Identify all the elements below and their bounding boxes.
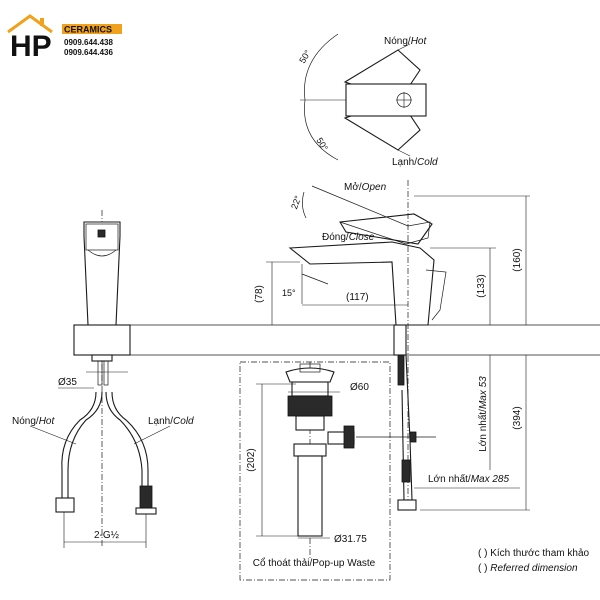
brand-letters: HP xyxy=(10,30,52,60)
angle-open-label: 22° xyxy=(289,194,303,211)
dim-133-label: (133) xyxy=(476,274,487,297)
side-pipe-upper xyxy=(397,354,405,386)
waste-body-upper xyxy=(295,415,325,431)
open-label: Mở/Open xyxy=(344,181,387,193)
brand-name: CERAMICS xyxy=(64,25,112,35)
dim-117-label: (117) xyxy=(346,292,369,303)
angle-spout-label: 15° xyxy=(282,288,296,298)
cold-leader xyxy=(133,425,171,445)
angle-cold-label: 50° xyxy=(314,136,330,153)
dim-78-label: (78) xyxy=(254,285,265,303)
dim-202-label: (202) xyxy=(246,448,257,471)
handle-center xyxy=(345,83,427,117)
handle-indicator xyxy=(97,229,106,238)
hose-hot xyxy=(61,391,97,500)
front-view: Ø35 2-G½ Nóng/Hot Lạnh/Cold xyxy=(12,210,600,548)
dim-160-label: (160) xyxy=(512,248,523,271)
close-label: Đóng/Close xyxy=(322,232,375,243)
hot-leader xyxy=(29,425,77,445)
brand-phone-2: 0909.644.436 xyxy=(64,48,113,57)
waste-label: Cổ thoát thải/Pop-up Waste xyxy=(253,557,376,569)
angle-open-arc xyxy=(302,191,307,219)
dim-3175-label: Ø31.75 xyxy=(334,534,367,545)
brand-phone-1: 0909.644.438 xyxy=(64,38,113,47)
roof-icon xyxy=(7,14,53,34)
popup-waste: Ø60 Ø31.75 (202) Cổ thoát thải/Pop-up Wa… xyxy=(239,361,391,581)
chimney-icon xyxy=(40,18,44,26)
lift-rod-clip xyxy=(409,431,417,443)
hot-label-top: Nóng/Hot xyxy=(384,36,427,47)
handle-closed-position xyxy=(339,213,433,245)
waste-plug xyxy=(285,367,335,383)
dim-max285-label: Lớn nhất/Max 285 xyxy=(428,473,509,485)
hose-cold-nut xyxy=(135,507,157,515)
dim-35-label: Ø35 xyxy=(58,377,77,388)
leader-cold xyxy=(397,149,411,157)
side-rod xyxy=(401,389,405,501)
waste-cap xyxy=(299,363,321,373)
hose-cold-fitting xyxy=(139,485,153,509)
spout-front xyxy=(87,249,117,257)
hot-label-left: Nóng/Hot xyxy=(12,416,55,427)
shank-hot xyxy=(97,360,103,386)
waste-boundary xyxy=(239,361,391,581)
cold-label-left: Lạnh/Cold xyxy=(148,416,194,427)
dim-max53-label: Lớn nhất/Max 53 xyxy=(477,376,489,452)
side-view: 22° Mở/Open Đóng/Close 15° (78) (117) (1… xyxy=(254,180,530,511)
note-vi: ( ) Kích thước tham khảo xyxy=(478,548,590,559)
spout-angle-line xyxy=(301,273,329,285)
waste-lower-nut xyxy=(293,443,327,457)
angle-hot-label: 50° xyxy=(297,48,313,65)
waste-nut xyxy=(287,395,333,417)
dim-60-label: Ø60 xyxy=(350,382,369,393)
note-en: ( ) Referred dimension xyxy=(478,563,578,574)
arc-hot xyxy=(304,33,339,101)
thread-label: 2-G½ xyxy=(94,530,120,541)
cold-label-top: Lạnh/Cold xyxy=(392,157,438,168)
top-view: 50° 50° Nóng/Hot Lạnh/Cold xyxy=(297,33,438,168)
leader-hot xyxy=(397,43,411,51)
brand-logo: HP CERAMICS 0909.644.438 0909.644.436 xyxy=(7,14,122,60)
shank-cold xyxy=(103,360,109,386)
handle-front xyxy=(85,223,119,251)
dim-394-label: (394) xyxy=(512,406,523,429)
hose-cold xyxy=(105,391,143,490)
hose-hot-inner xyxy=(67,391,103,500)
side-fitting xyxy=(401,459,411,483)
waste-rod-nut xyxy=(343,425,355,449)
side-nut xyxy=(397,499,417,511)
lever-rod xyxy=(425,269,447,321)
hose-hot-nut xyxy=(55,497,75,513)
waste-tailpiece xyxy=(297,455,323,537)
hose-cold-inner xyxy=(111,391,149,490)
counter-left xyxy=(73,324,131,356)
waste-flange xyxy=(291,381,329,397)
faucet-front-body xyxy=(83,221,121,326)
brand-name-bar xyxy=(62,24,122,34)
arc-cold xyxy=(304,99,339,161)
faucet-side-body xyxy=(288,241,435,326)
side-shank xyxy=(393,324,407,356)
mount-nut xyxy=(91,354,113,362)
